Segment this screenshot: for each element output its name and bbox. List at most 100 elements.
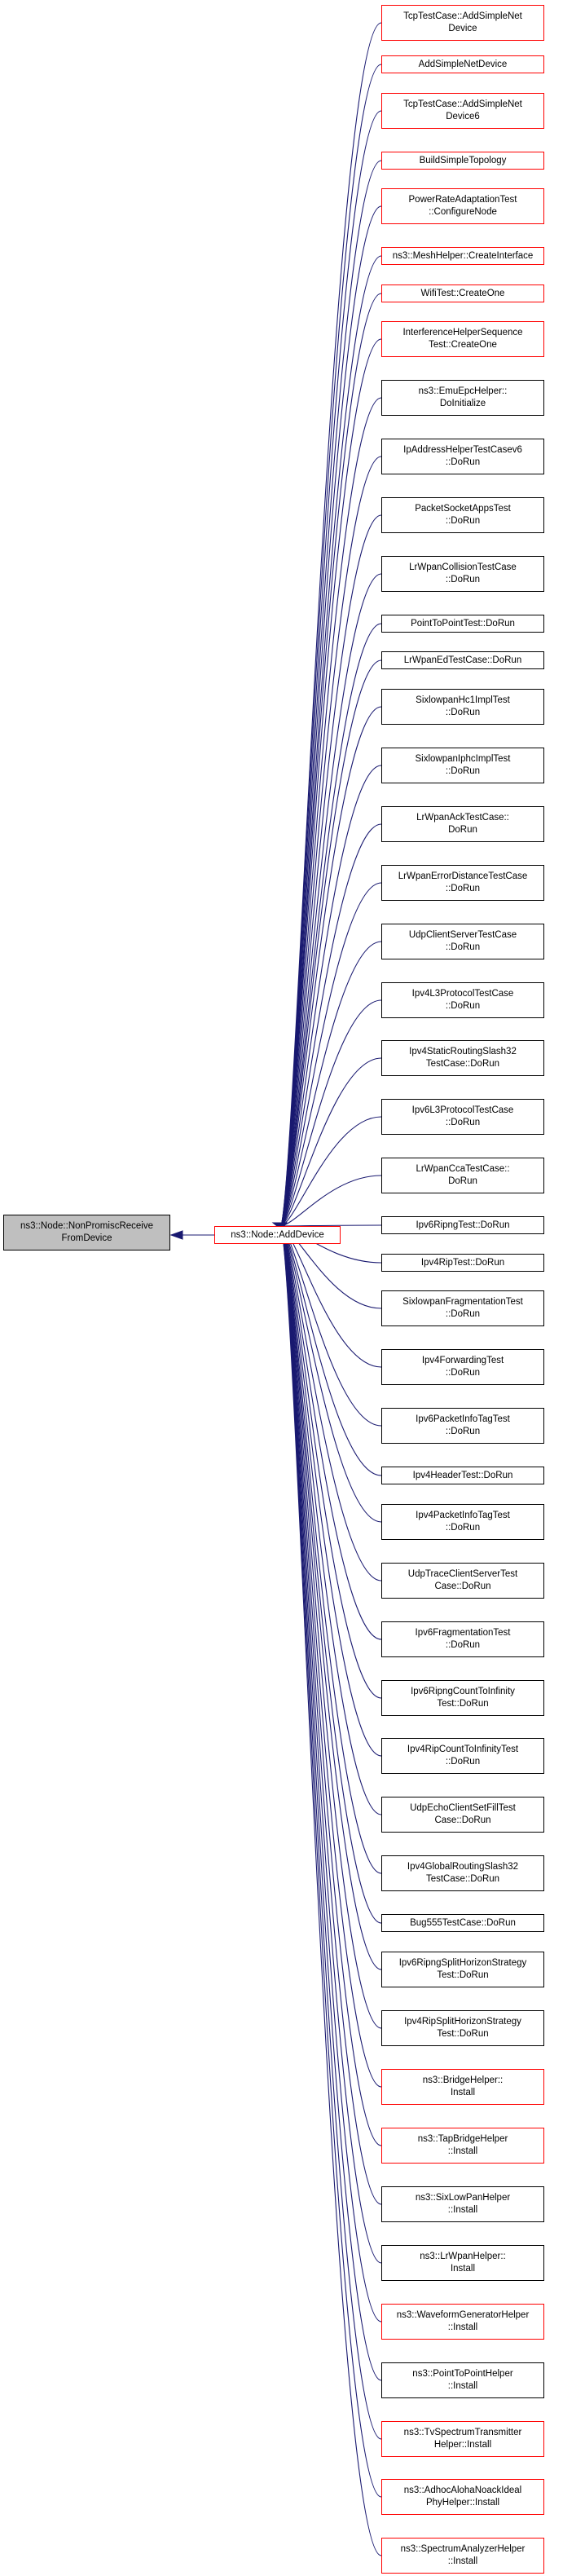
caller-node-label: ns3::BridgeHelper:: Install (422, 2075, 504, 2097)
caller-node[interactable]: InterferenceHelperSequence Test::CreateO… (381, 321, 544, 357)
call-edge (280, 823, 382, 1227)
caller-node-label: Ipv4RipSplitHorizonStrategy Test::DoRun (404, 2017, 521, 2039)
caller-node[interactable]: ns3::MeshHelper::CreateInterface (381, 247, 544, 265)
caller-node[interactable]: Ipv4RipCountToInfinityTest ::DoRun (381, 1738, 544, 1774)
caller-node[interactable]: UdpTraceClientServerTest Case::DoRun (381, 1563, 544, 1599)
call-edge (280, 1225, 382, 1523)
caller-node-label: Ipv6RipngTest::DoRun (416, 1220, 510, 1230)
caller-node-label: SixlowpanIphcImplTest ::DoRun (415, 754, 511, 776)
caller-node[interactable]: Ipv4RipTest::DoRun (381, 1254, 544, 1272)
call-edge (280, 706, 382, 1227)
caller-node[interactable]: Ipv4GlobalRoutingSlash32 TestCase::DoRun (381, 1855, 544, 1891)
caller-node[interactable]: Ipv6RipngTest::DoRun (381, 1216, 544, 1234)
caller-node-label: ns3::AdhocAlohaNoackIdeal PhyHelper::Ins… (403, 2486, 522, 2508)
call-edge (280, 1225, 382, 1924)
caller-node[interactable]: Ipv6L3ProtocolTestCase ::DoRun (381, 1099, 544, 1135)
call-edge (280, 1116, 382, 1227)
caller-node-label: IpAddressHelperTestCasev6 ::DoRun (403, 445, 522, 467)
call-edge (280, 514, 382, 1227)
caller-node[interactable]: PointToPointTest::DoRun (381, 615, 544, 633)
caller-node[interactable]: Ipv6PacketInfoTagTest ::DoRun (381, 1408, 544, 1444)
caller-node[interactable]: IpAddressHelperTestCasev6 ::DoRun (381, 439, 544, 474)
caller-node-label: UdpClientServerTestCase ::DoRun (408, 930, 517, 952)
caller-node-label: PowerRateAdaptationTest ::ConfigureNode (408, 195, 517, 217)
caller-node[interactable]: LrWpanEdTestCase::DoRun (381, 651, 544, 669)
focus-node[interactable]: ns3::Node::NonPromiscReceive FromDevice (3, 1215, 170, 1251)
caller-node[interactable]: Bug555TestCase::DoRun (381, 1914, 544, 1932)
call-edge (280, 1225, 382, 1757)
caller-node[interactable]: Ipv4L3ProtocolTestCase ::DoRun (381, 982, 544, 1018)
caller-node-label: Ipv6FragmentationTest ::DoRun (415, 1628, 511, 1650)
caller-node[interactable]: PacketSocketAppsTest ::DoRun (381, 497, 544, 533)
caller-node[interactable]: ns3::TvSpectrumTransmitter Helper::Insta… (381, 2421, 544, 2457)
caller-node[interactable]: SixlowpanHc1ImplTest ::DoRun (381, 689, 544, 725)
caller-node-label: Ipv4L3ProtocolTestCase ::DoRun (411, 989, 514, 1011)
caller-node-label: Ipv6RipngSplitHorizonStrategy Test::DoRu… (398, 1958, 527, 1980)
call-edge (280, 659, 382, 1227)
caller-node[interactable]: UdpClientServerTestCase ::DoRun (381, 924, 544, 959)
caller-node-label: Ipv6PacketInfoTagTest ::DoRun (416, 1414, 510, 1436)
caller-node-label: LrWpanCcaTestCase:: DoRun (416, 1164, 510, 1186)
caller-node[interactable]: SixlowpanIphcImplTest ::DoRun (381, 748, 544, 783)
caller-node-label: ns3::SixLowPanHelper ::Install (415, 2193, 511, 2215)
caller-node[interactable]: LrWpanAckTestCase:: DoRun (381, 806, 544, 842)
caller-node-label: Ipv4StaticRoutingSlash32 TestCase::DoRun (409, 1047, 517, 1069)
caller-node[interactable]: ns3::TapBridgeHelper ::Install (381, 2128, 544, 2164)
caller-node[interactable]: Ipv4ForwardingTest ::DoRun (381, 1349, 544, 1385)
caller-node[interactable]: ns3::EmuEpcHelper:: DoInitialize (381, 380, 544, 416)
call-edge (280, 882, 382, 1227)
caller-node[interactable]: Ipv4StaticRoutingSlash32 TestCase::DoRun (381, 1040, 544, 1076)
call-edge (280, 1057, 382, 1227)
caller-node[interactable]: ns3::AdhocAlohaNoackIdeal PhyHelper::Ins… (381, 2479, 544, 2515)
caller-node-label: Ipv4ForwardingTest ::DoRun (421, 1356, 504, 1378)
caller-node[interactable]: ns3::LrWpanHelper:: Install (381, 2245, 544, 2281)
caller-node-label: ns3::MeshHelper::CreateInterface (392, 250, 534, 261)
caller-node[interactable]: TcpTestCase::AddSimpleNet Device6 (381, 93, 544, 129)
caller-node[interactable]: LrWpanCollisionTestCase ::DoRun (381, 556, 544, 592)
caller-node[interactable]: LrWpanCcaTestCase:: DoRun (381, 1158, 544, 1193)
caller-node-label: ns3::SpectrumAnalyzerHelper ::Install (400, 2544, 526, 2566)
caller-node-label: ns3::WaveformGeneratorHelper ::Install (396, 2310, 530, 2332)
caller-node[interactable]: BuildSimpleTopology (381, 152, 544, 170)
call-edge (280, 573, 382, 1227)
caller-node[interactable]: ns3::SpectrumAnalyzerHelper ::Install (381, 2538, 544, 2574)
caller-node-label: PointToPointTest::DoRun (411, 618, 515, 629)
call-edge (280, 765, 382, 1227)
caller-node[interactable]: PowerRateAdaptationTest ::ConfigureNode (381, 188, 544, 224)
caller-node[interactable]: Ipv6RipngCountToInfinity Test::DoRun (381, 1680, 544, 1716)
caller-node[interactable]: TcpTestCase::AddSimpleNet Device (381, 5, 544, 41)
caller-node-label: UdpTraceClientServerTest Case::DoRun (407, 1569, 518, 1591)
caller-node[interactable]: ns3::BridgeHelper:: Install (381, 2069, 544, 2105)
caller-node[interactable]: Ipv6FragmentationTest ::DoRun (381, 1621, 544, 1657)
caller-node-label: Ipv4HeaderTest::DoRun (412, 1470, 513, 1480)
caller-node-label: PacketSocketAppsTest ::DoRun (415, 504, 511, 526)
caller-node[interactable]: ns3::SixLowPanHelper ::Install (381, 2186, 544, 2222)
call-edge (280, 999, 382, 1227)
caller-node-label: Ipv6L3ProtocolTestCase ::DoRun (411, 1105, 514, 1127)
caller-node[interactable]: LrWpanErrorDistanceTestCase ::DoRun (381, 865, 544, 901)
caller-node[interactable]: AddSimpleNetDevice (381, 55, 544, 73)
caller-node[interactable]: Ipv4RipSplitHorizonStrategy Test::DoRun (381, 2010, 544, 2046)
caller-node[interactable]: ns3::WaveformGeneratorHelper ::Install (381, 2304, 544, 2340)
focus-edge-arrowhead (169, 1230, 183, 1240)
caller-node-label: UdpEchoClientSetFillTest Case::DoRun (410, 1803, 516, 1825)
caller-node[interactable]: Ipv6RipngSplitHorizonStrategy Test::DoRu… (381, 1952, 544, 1987)
call-edge (280, 1224, 382, 1227)
call-edge (280, 941, 382, 1227)
caller-node[interactable]: WifiTest::CreateOne (381, 285, 544, 302)
caller-node[interactable]: Ipv4PacketInfoTagTest ::DoRun (381, 1504, 544, 1540)
caller-node-label: Ipv4RipCountToInfinityTest ::DoRun (407, 1745, 519, 1767)
call-edge (280, 1225, 382, 1640)
caller-node[interactable]: ns3::PointToPointHelper ::Install (381, 2362, 544, 2398)
caller-node-label: TcpTestCase::AddSimpleNet Device (403, 11, 522, 33)
caller-node[interactable]: SixlowpanFragmentationTest ::DoRun (381, 1290, 544, 1326)
caller-node[interactable]: Ipv4HeaderTest::DoRun (381, 1467, 544, 1484)
caller-node-label: LrWpanAckTestCase:: DoRun (416, 813, 509, 835)
focus-node-label: ns3::Node::NonPromiscReceive FromDevice (20, 1221, 153, 1243)
caller-node[interactable]: UdpEchoClientSetFillTest Case::DoRun (381, 1797, 544, 1833)
center-node[interactable]: ns3::Node::AddDevice (214, 1226, 341, 1244)
call-edge (280, 1225, 382, 1581)
caller-node-label: ns3::TapBridgeHelper ::Install (417, 2134, 508, 2156)
caller-node-label: TcpTestCase::AddSimpleNet Device6 (403, 99, 522, 121)
